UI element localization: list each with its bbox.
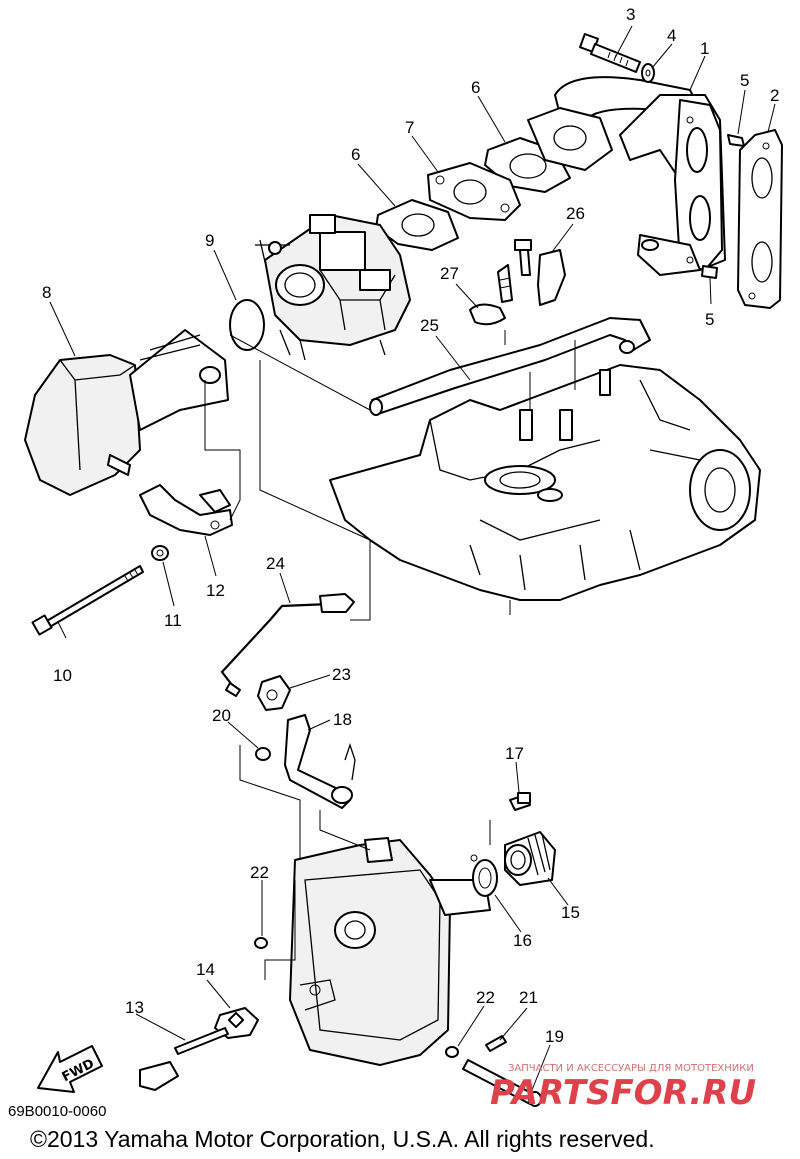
callout-22-lower: 22 bbox=[476, 988, 495, 1007]
clamp-27 bbox=[469, 264, 513, 326]
callout-22-upper: 22 bbox=[250, 863, 269, 882]
engine-block-outline bbox=[329, 364, 761, 615]
manifold-gasket bbox=[737, 129, 783, 309]
washer-20 bbox=[255, 747, 271, 761]
copyright-notice: ©2013 Yamaha Motor Corporation, U.S.A. A… bbox=[30, 1126, 655, 1152]
washer-22-upper bbox=[254, 937, 268, 949]
callout-8: 8 bbox=[42, 283, 51, 302]
callout-2: 2 bbox=[770, 86, 779, 105]
callout-15: 15 bbox=[561, 903, 580, 922]
callout-7: 7 bbox=[405, 118, 414, 137]
callout-3: 3 bbox=[626, 5, 635, 24]
callout-1: 1 bbox=[700, 39, 709, 58]
callout-25: 25 bbox=[420, 316, 439, 335]
callout-19: 19 bbox=[545, 1027, 564, 1046]
watermark-tagline: ЗАПЧАСТИ И АКСЕССУАРЫ ДЛЯ МОТОТЕХНИКИ bbox=[508, 1063, 754, 1074]
o-ring-9 bbox=[229, 299, 265, 351]
callout-6-lower: 6 bbox=[351, 145, 360, 164]
carburetor bbox=[255, 214, 411, 361]
callout-13: 13 bbox=[125, 998, 144, 1017]
bracket-12 bbox=[139, 484, 233, 536]
lower-case bbox=[289, 837, 491, 1066]
callout-20: 20 bbox=[212, 706, 231, 725]
callout-numbers: 3 4 1 5 2 6 7 6 26 9 27 8 25 5 24 12 11 … bbox=[42, 5, 779, 1046]
dowel-pin-5a bbox=[727, 134, 745, 147]
intake-joint bbox=[527, 107, 613, 171]
watermark-brand: PARTSFOR.RU bbox=[490, 1073, 756, 1113]
rod-joint-23 bbox=[257, 675, 291, 711]
callout-11: 11 bbox=[164, 611, 182, 630]
callout-5-lower: 5 bbox=[705, 310, 714, 329]
callout-26: 26 bbox=[566, 204, 585, 223]
callout-27: 27 bbox=[440, 264, 459, 283]
bolt-3 bbox=[579, 33, 641, 73]
callout-17: 17 bbox=[505, 744, 524, 763]
washer-22-lower bbox=[445, 1046, 459, 1058]
callout-4: 4 bbox=[667, 26, 676, 45]
callout-14: 14 bbox=[196, 960, 215, 979]
pin-21 bbox=[485, 1035, 507, 1052]
pin-19 bbox=[462, 1059, 542, 1107]
bolt-17 bbox=[509, 792, 531, 811]
gasket-16 bbox=[470, 854, 498, 897]
washer-4 bbox=[641, 63, 655, 83]
diagram-code: 69B0010-0060 bbox=[8, 1103, 106, 1120]
leader-lines bbox=[49, 25, 776, 1091]
callout-21: 21 bbox=[519, 988, 538, 1007]
callout-24: 24 bbox=[266, 554, 285, 573]
long-bolt-10 bbox=[31, 565, 144, 636]
callout-10: 10 bbox=[53, 666, 72, 685]
carburetor-holder-7 bbox=[427, 162, 521, 221]
clip-26 bbox=[514, 239, 566, 306]
fuel-hose-25 bbox=[369, 317, 651, 416]
grommet-11 bbox=[151, 545, 169, 561]
link-rod-24 bbox=[220, 593, 355, 697]
callout-12: 12 bbox=[206, 581, 225, 600]
callout-18: 18 bbox=[333, 710, 352, 729]
callout-9: 9 bbox=[205, 231, 214, 250]
choke-rod-13 bbox=[139, 1027, 229, 1091]
callout-5-upper: 5 bbox=[740, 71, 749, 90]
callout-16: 16 bbox=[513, 931, 532, 950]
intake-silencer-8 bbox=[24, 329, 229, 496]
rubber-joint-15 bbox=[504, 831, 556, 886]
throttle-lever-18 bbox=[284, 714, 356, 809]
fwd-direction-arrow: FWD bbox=[37, 1045, 103, 1093]
callout-23: 23 bbox=[332, 665, 351, 684]
watermark: ЗАПЧАСТИ И АКСЕССУАРЫ ДЛЯ МОТОТЕХНИКИ PA… bbox=[490, 1063, 756, 1113]
intake-manifold bbox=[554, 76, 726, 276]
callout-6-upper: 6 bbox=[471, 78, 480, 97]
dowel-pin-5b bbox=[701, 265, 718, 279]
